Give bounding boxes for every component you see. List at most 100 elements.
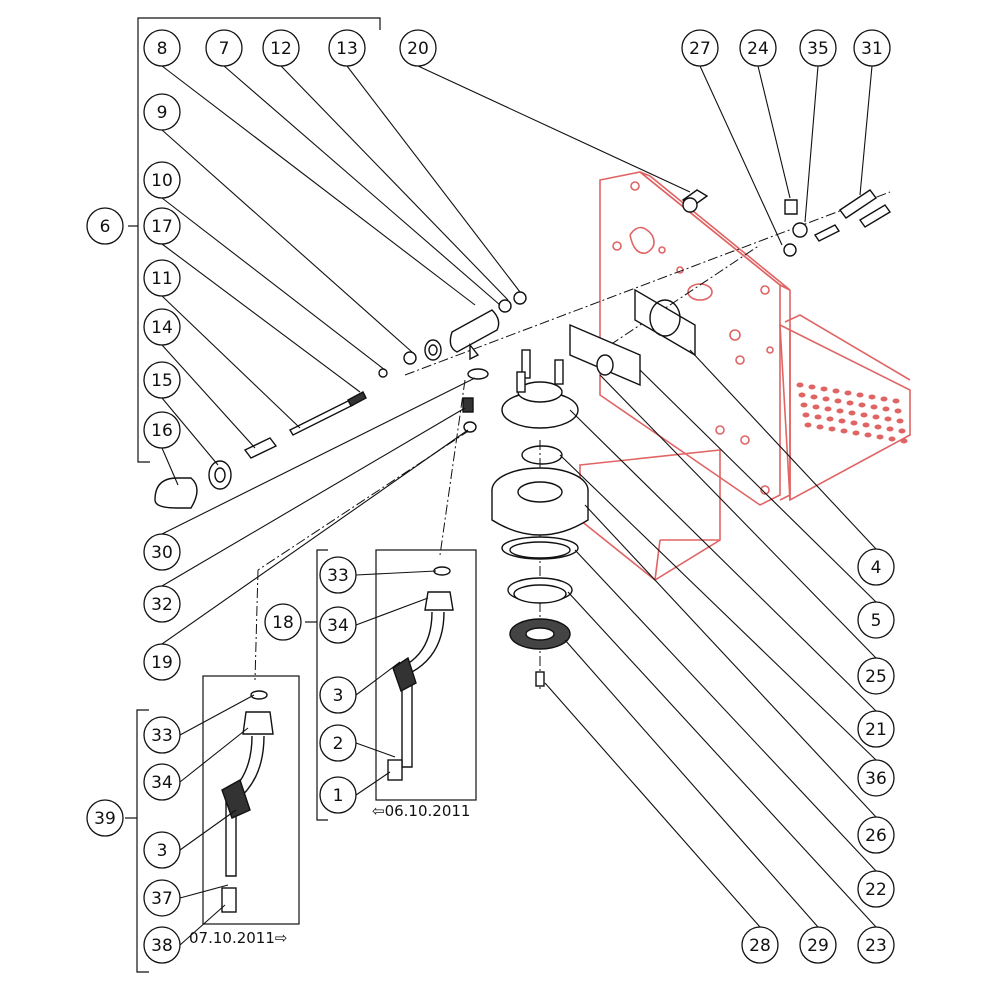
callout-number: 15 (151, 371, 173, 391)
callout-c17: 17 (143, 207, 181, 245)
callout-number: 2 (333, 734, 344, 754)
grid-hole (838, 418, 846, 424)
callout-circle (319, 606, 357, 644)
callout-circle (857, 710, 895, 748)
leader-line (859, 65, 873, 196)
leader-line (346, 65, 521, 293)
callout-circle (853, 29, 891, 67)
callout-circle (399, 29, 437, 67)
callout-circle (264, 603, 302, 641)
grid-hole (858, 402, 866, 408)
grid-hole (884, 416, 892, 422)
callout-number: 13 (336, 39, 358, 59)
callout-circle (205, 29, 243, 67)
callout-number: 21 (865, 720, 887, 740)
callout-circle (143, 879, 181, 917)
callout-circle (681, 29, 719, 67)
callout-number: 5 (871, 611, 882, 631)
callout-number: 29 (807, 936, 829, 956)
callout-circle (143, 643, 181, 681)
grid-hole (880, 396, 888, 402)
leader-line (179, 884, 229, 899)
callout-number: 14 (151, 318, 173, 338)
callout-number: 28 (749, 936, 771, 956)
callout-c3b: 3 (143, 831, 181, 869)
grid-hole (828, 426, 836, 432)
grid-hole (876, 434, 884, 440)
callout-circle (799, 926, 837, 964)
leader-line (179, 904, 226, 946)
callout-circle (857, 759, 895, 797)
leader-line (355, 597, 429, 626)
grid-hole (846, 400, 854, 406)
grid-hole (800, 402, 808, 408)
grid-hole (812, 404, 820, 410)
group-brackets (125, 17, 477, 973)
grid-hole (864, 432, 872, 438)
leader-line (161, 407, 466, 587)
callout-circle (857, 601, 895, 639)
callout-circle (143, 716, 181, 754)
callout-c34a: 34 (319, 606, 357, 644)
grid-hole (816, 424, 824, 430)
leader-line (280, 65, 509, 301)
leader-line (564, 639, 819, 928)
callout-c31: 31 (853, 29, 891, 67)
leader-line (559, 454, 877, 761)
leader-line (161, 65, 476, 306)
callout-number: 11 (151, 269, 173, 289)
parts-left-assembly (154, 291, 527, 509)
callout-number: 36 (865, 769, 887, 789)
callout-number: 3 (333, 686, 344, 706)
leader-line (355, 742, 396, 758)
callout-circle (143, 161, 181, 199)
callout-number: 34 (151, 773, 173, 793)
leader-line (639, 369, 877, 603)
callout-number: 24 (747, 39, 769, 59)
callout-c2: 2 (319, 724, 357, 762)
grid-hole (888, 436, 896, 442)
callout-c33a: 33 (319, 556, 357, 594)
leader-line (161, 344, 256, 449)
callout-c19: 19 (143, 643, 181, 681)
callout-number: 26 (865, 826, 887, 846)
callout-c35: 35 (799, 29, 837, 67)
callout-circle (857, 870, 895, 908)
callout-c11: 11 (143, 259, 181, 297)
callout-c33b: 33 (143, 716, 181, 754)
callout-c37: 37 (143, 879, 181, 917)
leader-line (584, 504, 877, 818)
leader-line (179, 727, 249, 783)
grid-hole (810, 394, 818, 400)
grid-hole (862, 422, 870, 428)
callout-circle (143, 207, 181, 245)
callout-number: 16 (151, 421, 173, 441)
grid-hole (898, 428, 906, 434)
callout-number: 8 (157, 39, 168, 59)
leader-line (179, 694, 255, 736)
callout-circle (328, 29, 366, 67)
grid-hole (840, 428, 848, 434)
callout-number: 9 (157, 103, 168, 123)
grid-hole (844, 390, 852, 396)
leader-line (544, 682, 761, 928)
callout-c36: 36 (857, 759, 895, 797)
callout-circle (143, 763, 181, 801)
frame-grid-holes (796, 382, 908, 444)
grid-hole (894, 408, 902, 414)
callout-c13: 13 (328, 29, 366, 67)
grid-hole (804, 422, 812, 428)
callout-circle (741, 926, 779, 964)
leader-line (161, 197, 386, 371)
leader-line (569, 409, 877, 712)
grid-hole (856, 392, 864, 398)
callout-c21: 21 (857, 710, 895, 748)
callout-number: 22 (865, 880, 887, 900)
grid-hole (882, 406, 890, 412)
callout-circle (143, 926, 181, 964)
grid-hole (798, 392, 806, 398)
callout-c26: 26 (857, 816, 895, 854)
grid-hole (872, 414, 880, 420)
